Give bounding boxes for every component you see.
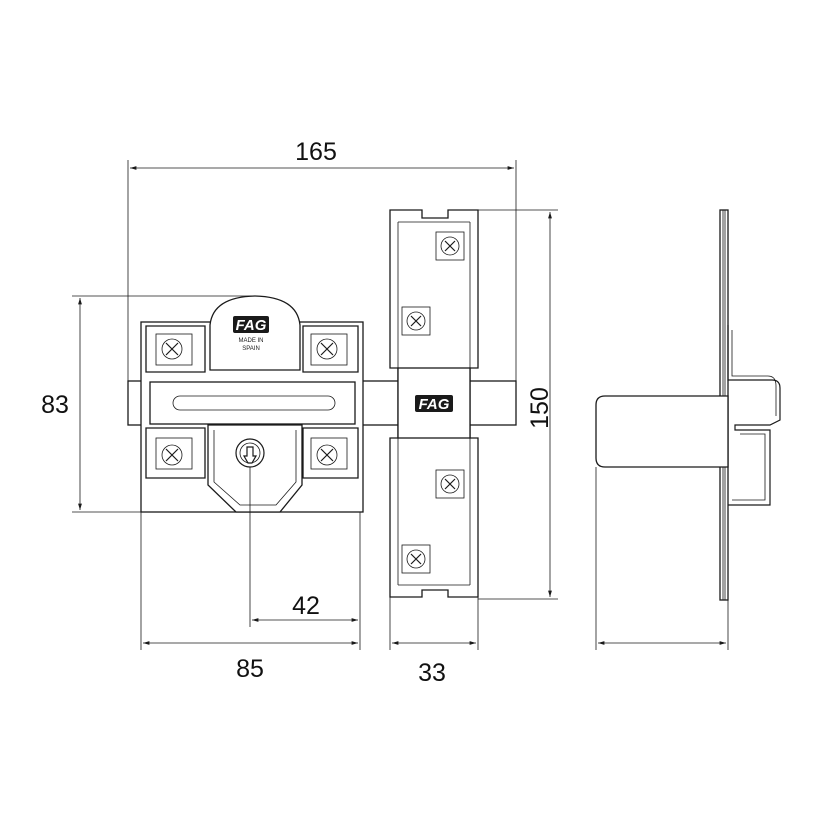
dimension-body-height: 83 bbox=[41, 295, 255, 513]
screw-icon bbox=[440, 474, 460, 494]
keeper-screw-1 bbox=[435, 231, 465, 261]
screw-housing-bottom-right bbox=[302, 427, 359, 479]
dimension-body-width: 85 bbox=[140, 512, 358, 683]
made-in-label: MADE IN bbox=[238, 338, 263, 344]
screw-icon bbox=[161, 444, 183, 466]
brand-logo: FAG bbox=[236, 317, 267, 334]
screw-housing-bottom-left bbox=[145, 427, 206, 479]
screw-icon bbox=[406, 311, 426, 331]
keeper-screw-3 bbox=[435, 469, 465, 499]
dimension-keeper-height: 150 bbox=[478, 209, 558, 600]
side-bracket bbox=[727, 325, 781, 506]
dimension-keeper-height-label: 150 bbox=[526, 387, 554, 429]
dimension-keeper-width-label: 33 bbox=[418, 659, 446, 687]
bolt-slot bbox=[149, 381, 356, 425]
keeper-brand-logo: FAG bbox=[419, 396, 450, 413]
dimension-overall-width: 165 bbox=[127, 138, 517, 381]
screw-icon bbox=[406, 549, 426, 569]
dimension-keeper-width: 33 bbox=[389, 597, 479, 687]
dimension-key-offset-label: 42 bbox=[292, 592, 320, 620]
keeper-badge: FAG bbox=[415, 395, 453, 413]
screw-housing-top-right bbox=[302, 325, 359, 373]
keeper-screw-2 bbox=[401, 306, 431, 336]
screw-icon bbox=[316, 338, 338, 360]
brand-badge: FAG bbox=[233, 316, 269, 334]
dimension-key-offset: 42 bbox=[249, 467, 361, 650]
key-shield bbox=[207, 424, 303, 513]
side-bolt bbox=[595, 395, 729, 468]
dimension-side-depth bbox=[595, 467, 729, 650]
dimension-overall-width-label: 165 bbox=[295, 138, 337, 166]
made-in-country-label: SPAIN bbox=[242, 346, 260, 352]
lock-body-front-view: FAG MADE IN SPAIN bbox=[127, 295, 517, 513]
keeper-plate-front-view: FAG bbox=[389, 209, 479, 598]
dimension-body-width-label: 85 bbox=[236, 655, 264, 683]
dimension-body-height-label: 83 bbox=[41, 391, 69, 419]
keyhole-icon bbox=[235, 438, 265, 468]
keeper-screw-4 bbox=[401, 544, 431, 574]
screw-icon bbox=[161, 338, 183, 360]
screw-housing-top-left bbox=[145, 325, 206, 373]
screw-icon bbox=[316, 444, 338, 466]
lock-side-view bbox=[595, 209, 781, 601]
screw-icon bbox=[440, 236, 460, 256]
